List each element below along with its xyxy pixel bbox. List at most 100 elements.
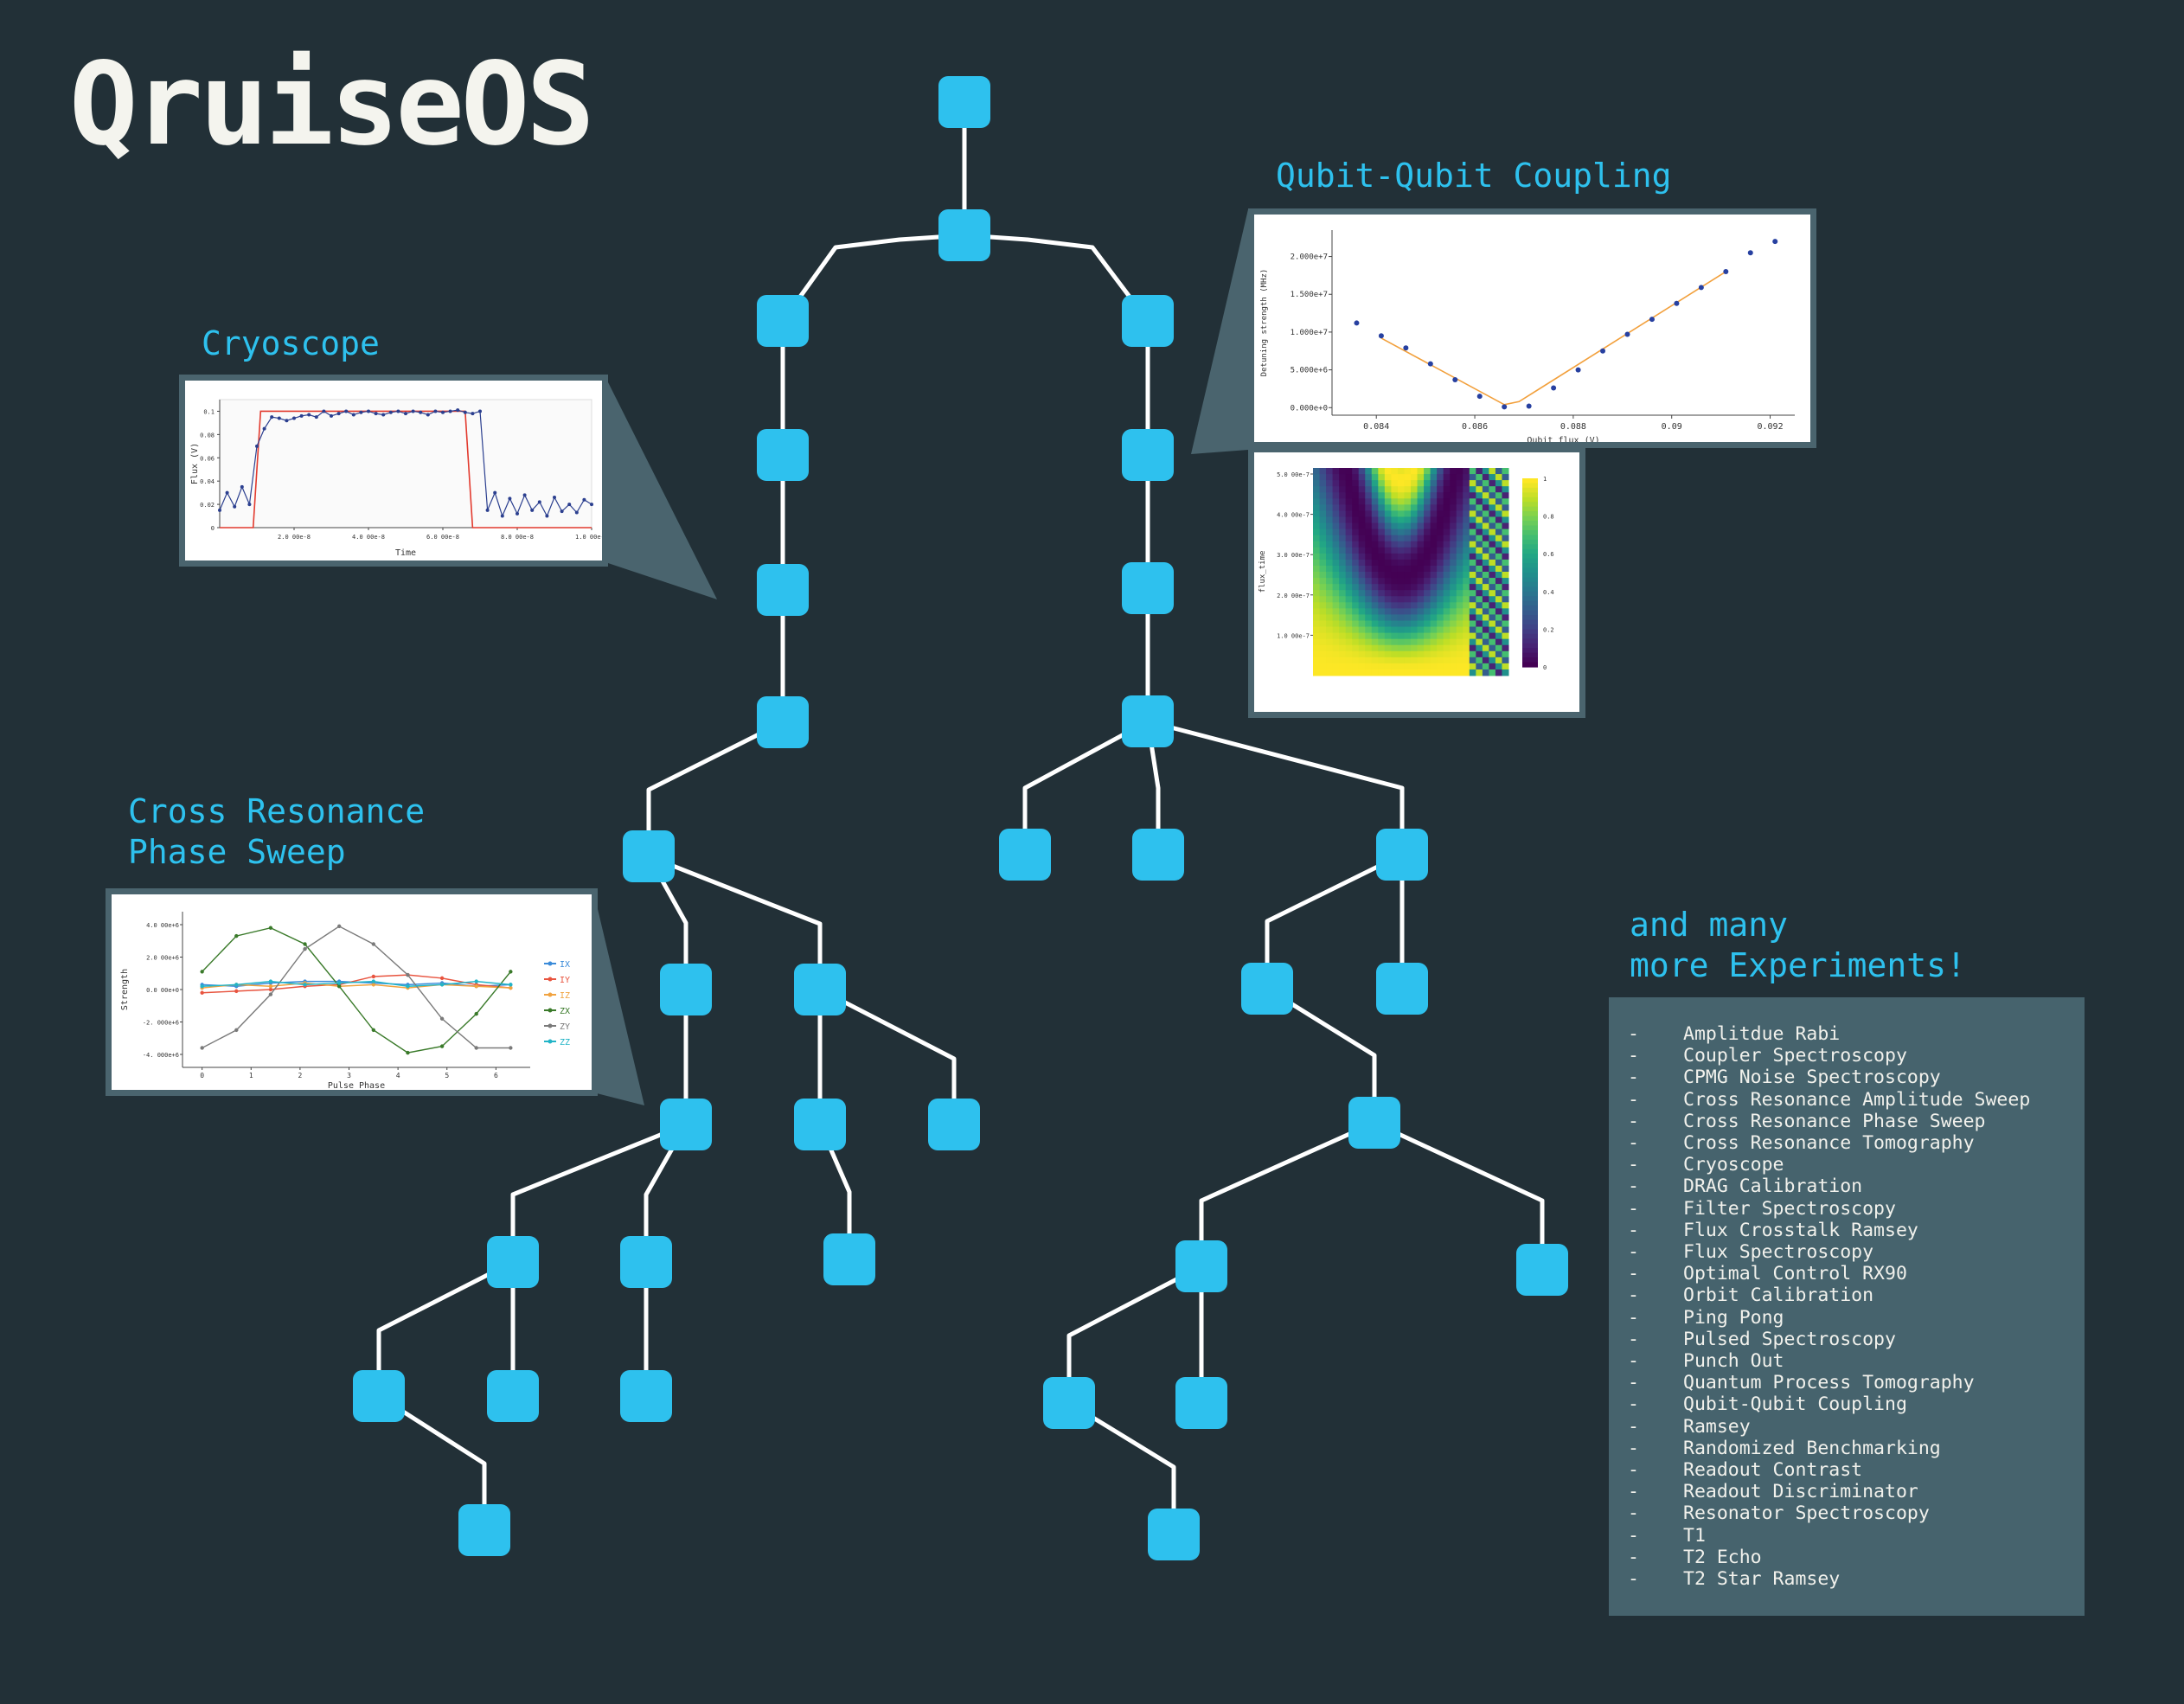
heatmap-cell <box>1391 578 1399 585</box>
heatmap-cell <box>1469 614 1476 621</box>
heatmap-cell <box>1495 620 1502 628</box>
heatmap-cell <box>1397 614 1405 621</box>
heatmap-cell <box>1352 602 1360 609</box>
heatmap-cell <box>1463 510 1470 517</box>
heatmap-cell <box>1443 547 1451 554</box>
experiment-node <box>1348 1097 1400 1149</box>
heatmap-cell <box>1417 644 1425 652</box>
heatmap-cell <box>1345 468 1353 475</box>
experiment-node <box>928 1099 980 1150</box>
heatmap-cell <box>1352 510 1360 517</box>
colorbar-segment <box>1522 648 1538 654</box>
heatmap-cell <box>1352 547 1360 554</box>
heatmap-cell <box>1332 541 1340 548</box>
data-point <box>381 413 386 417</box>
heatmap-cell <box>1313 510 1321 517</box>
data-point <box>314 415 318 420</box>
colorbar-tick-label: 0.2 <box>1543 626 1554 633</box>
heatmap-cell <box>1463 535 1470 542</box>
heatmap-cell <box>1456 644 1463 652</box>
heatmap-cell <box>1437 572 1444 579</box>
heatmap-cell <box>1397 516 1405 524</box>
heatmap-cell <box>1476 657 1483 664</box>
heatmap-cell <box>1352 578 1360 585</box>
heatmap-cell <box>1391 663 1399 670</box>
heatmap-cell <box>1411 498 1419 505</box>
heatmap-cell <box>1482 522 1489 530</box>
heatmap-cell <box>1489 510 1496 517</box>
heatmap-cell <box>1326 590 1334 597</box>
heatmap-cell <box>1443 553 1451 561</box>
heatmap-cell <box>1319 602 1327 609</box>
heatmap-cell <box>1411 504 1419 511</box>
data-point <box>478 409 482 413</box>
heatmap-cell <box>1365 578 1373 585</box>
heatmap-cell <box>1456 572 1463 579</box>
heatmap-cell <box>1358 553 1366 561</box>
heatmap-cell <box>1463 565 1470 573</box>
heatmap-cell <box>1332 522 1340 530</box>
heatmap-cell <box>1384 474 1392 481</box>
heatmap-cell <box>1404 528 1412 536</box>
heatmap-cell <box>1365 553 1373 561</box>
list-bullet: - <box>1628 1393 1639 1416</box>
heatmap-cell <box>1502 516 1509 524</box>
data-point <box>1502 404 1508 410</box>
experiment-node <box>938 209 990 261</box>
heatmap-cell <box>1404 541 1412 548</box>
data-point <box>1747 250 1753 256</box>
experiment-node <box>1376 829 1428 881</box>
heatmap-cell <box>1319 559 1327 567</box>
heatmap-cell <box>1397 553 1405 561</box>
heatmap-cell <box>1391 572 1399 579</box>
heatmap-cell <box>1345 650 1353 658</box>
data-point <box>262 426 266 431</box>
heatmap-cell <box>1450 516 1457 524</box>
list-bullet: - <box>1628 1306 1639 1329</box>
heatmap-cell <box>1476 480 1483 487</box>
experiment-node <box>458 1504 510 1556</box>
heatmap-cell <box>1476 650 1483 658</box>
heatmap-cell <box>1411 602 1419 609</box>
experiment-list-item: -Filter Spectroscopy <box>1628 1198 2085 1220</box>
y-tick-label: 4.0 00e-7 <box>1277 512 1310 519</box>
heatmap-cell <box>1404 468 1412 475</box>
heatmap-cell <box>1391 480 1399 487</box>
heatmap-cell <box>1326 480 1334 487</box>
y-tick-label: 1.0 00e-7 <box>1277 632 1310 639</box>
heatmap-cell <box>1443 480 1451 487</box>
heatmap-cell <box>1358 565 1366 573</box>
x-tick-label: 4 <box>396 1072 400 1079</box>
heatmap-cell <box>1443 590 1451 597</box>
heatmap-cell <box>1371 608 1379 615</box>
heatmap-cell <box>1339 584 1347 591</box>
heatmap-cell <box>1443 663 1451 670</box>
heatmap-cell <box>1469 498 1476 505</box>
data-point <box>247 503 252 507</box>
heatmap-cell <box>1397 492 1405 499</box>
heatmap-cell <box>1489 638 1496 646</box>
heatmap-cell <box>1313 498 1321 505</box>
heatmap-cell <box>1482 578 1489 585</box>
heatmap-cell <box>1384 590 1392 597</box>
heatmap-cell <box>1482 486 1489 493</box>
heatmap-cell <box>1378 644 1386 652</box>
heatmap-cell <box>1371 650 1379 658</box>
heatmap-cell <box>1469 602 1476 609</box>
experiment-name: Pulsed Spectroscopy <box>1683 1328 1896 1350</box>
heatmap-cell <box>1384 650 1392 658</box>
heatmap-cell <box>1469 559 1476 567</box>
colorbar-segment <box>1522 652 1538 658</box>
heatmap-cell <box>1384 663 1392 670</box>
heatmap-cell <box>1476 663 1483 670</box>
heatmap-cell <box>1495 608 1502 615</box>
heatmap-cell <box>1365 596 1373 603</box>
data-point <box>234 989 239 994</box>
data-point <box>233 504 237 509</box>
heatmap-cell <box>1371 528 1379 536</box>
heatmap-cell <box>1371 620 1379 628</box>
data-point <box>426 413 430 417</box>
heatmap-cell <box>1430 632 1438 640</box>
